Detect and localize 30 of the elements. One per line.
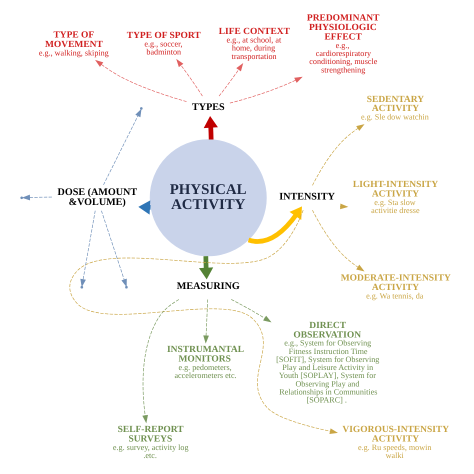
node-text: LIGHT-INTENSITY ACTIVITY bbox=[352, 180, 438, 200]
arrow bbox=[229, 76, 302, 104]
node-text: VIGOROUS-INTENSITY ACTIVITY bbox=[342, 424, 449, 444]
arrow bbox=[312, 210, 364, 272]
arrow bbox=[102, 108, 141, 186]
node-text: DOSE (AMOUNT &VOLUME) bbox=[57, 187, 137, 208]
node-circle: PHYSICAL ACTIVITY bbox=[149, 139, 266, 256]
arrow bbox=[218, 63, 243, 96]
arrow bbox=[100, 210, 126, 288]
arrow bbox=[68, 210, 338, 434]
arrow bbox=[21, 194, 52, 200]
node-text: PREDOMINANT PHYSIOLOGIC EFFECT bbox=[306, 14, 379, 43]
arrow bbox=[94, 60, 186, 102]
arrow bbox=[202, 299, 208, 344]
node-text: MODERATE-INTENSITY ACTIVITY bbox=[340, 274, 450, 294]
arrow bbox=[312, 124, 364, 186]
arrow bbox=[198, 256, 213, 280]
arrow bbox=[176, 58, 202, 96]
node-text: LIFE CONTEXT bbox=[218, 27, 290, 38]
node-text: TYPE OF SPORT bbox=[126, 31, 200, 42]
arrow bbox=[230, 299, 272, 322]
arrow bbox=[247, 206, 302, 244]
node-text: MEASURING bbox=[176, 280, 240, 292]
arrow bbox=[142, 299, 179, 424]
node-text: SEDENTARY ACTIVITY bbox=[366, 94, 424, 114]
node-text: TYPES bbox=[192, 102, 224, 114]
arrow bbox=[80, 210, 96, 288]
node-text: TYPE OF MOVEMENT bbox=[44, 30, 102, 50]
arrow bbox=[203, 116, 218, 140]
node-text: INTENSITY bbox=[278, 191, 334, 202]
